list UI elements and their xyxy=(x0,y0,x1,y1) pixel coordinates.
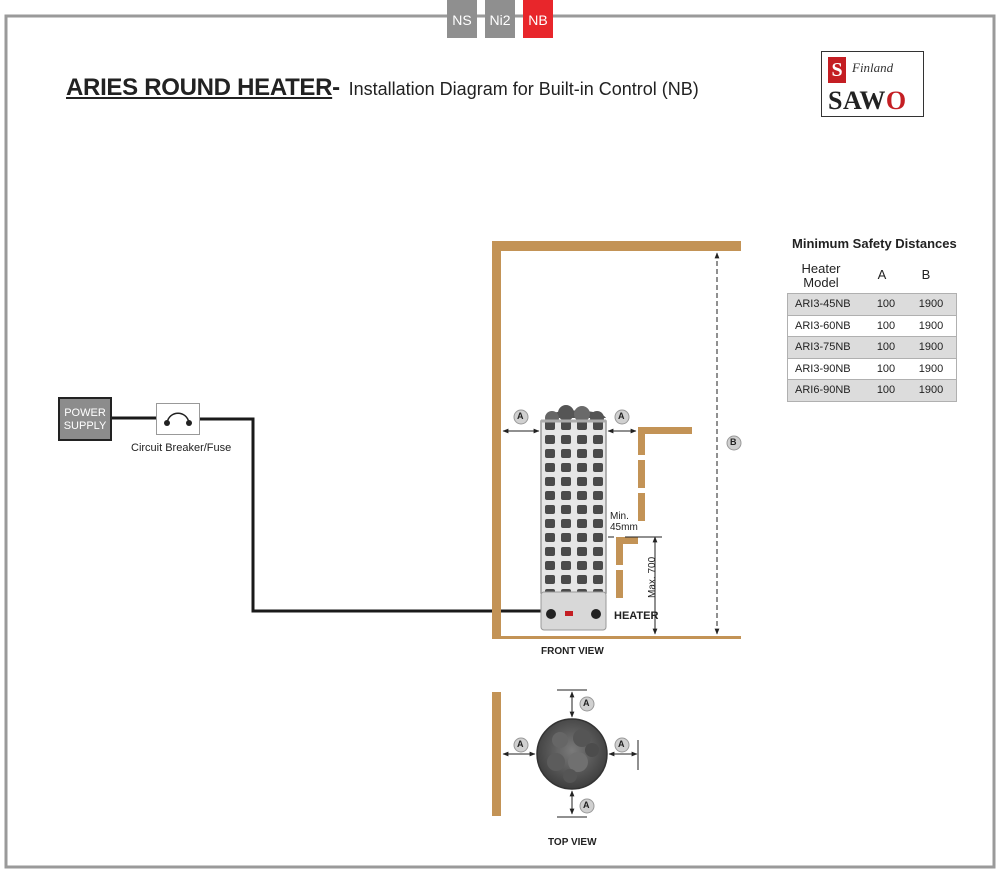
badge-a xyxy=(513,737,529,753)
col-b-header: B xyxy=(921,267,931,282)
title-heading: ARIES ROUND HEATER xyxy=(66,74,333,101)
cell-model: ARI3-60NB xyxy=(787,314,867,337)
badge-a-label: A xyxy=(618,739,625,749)
badge-a-label: A xyxy=(517,411,524,421)
circuit-breaker xyxy=(156,403,200,435)
logo-brand-main: SAW xyxy=(828,86,886,115)
heater-front-view xyxy=(540,405,607,631)
front-view-label: FRONT VIEW xyxy=(541,646,604,657)
power-supply-box: POWER SUPPLY xyxy=(58,397,112,441)
cell-b: 1900 xyxy=(905,314,957,337)
power-supply-line2: SUPPLY xyxy=(63,420,107,432)
cell-b: 1900 xyxy=(905,293,957,315)
cell-b: 1900 xyxy=(905,336,957,358)
logo-brand-o: O xyxy=(885,86,907,115)
page-title: ARIES ROUND HEATER- Installation Diagram… xyxy=(66,74,699,102)
cell-a: 100 xyxy=(867,336,905,358)
logo-mark: S xyxy=(828,57,846,83)
badge-b-label: B xyxy=(730,437,737,447)
tab-ni2[interactable]: Ni2 xyxy=(485,0,515,38)
wire-breaker-to-heater xyxy=(200,417,541,613)
max-700-label: Max. 700 xyxy=(647,556,658,598)
floor xyxy=(492,636,741,639)
tab-ns[interactable]: NS xyxy=(447,0,477,38)
badge-a xyxy=(513,409,529,425)
power-supply-line1: POWER xyxy=(64,407,106,419)
badge-a xyxy=(579,798,595,814)
cell-b: 1900 xyxy=(905,357,957,380)
breaker-switch-icon xyxy=(164,412,192,426)
tab-ni2-label: Ni2 xyxy=(489,12,511,28)
badge-a-label: A xyxy=(517,739,524,749)
tab-nb[interactable]: NB xyxy=(523,0,553,38)
top-view-label: TOP VIEW xyxy=(548,837,597,848)
logo-country: Finland xyxy=(852,60,894,75)
col-model-line1: Heater xyxy=(801,261,841,276)
logo-brand: SAWO xyxy=(828,86,907,116)
col-model-line2: Model xyxy=(803,275,839,290)
badge-a xyxy=(579,696,595,712)
sawo-logo: S Finland SAWO xyxy=(821,51,924,117)
title-subtitle: Installation Diagram for Built-in Contro… xyxy=(348,79,699,99)
cell-a: 100 xyxy=(867,314,905,337)
breaker-label: Circuit Breaker/Fuse xyxy=(131,442,232,454)
cell-model: ARI3-90NB xyxy=(787,357,867,380)
heater-label: HEATER xyxy=(614,610,659,622)
badge-a xyxy=(614,409,630,425)
cell-b: 1900 xyxy=(905,379,957,402)
min-line2: 45mm xyxy=(610,522,638,533)
tab-nb-label: NB xyxy=(528,12,548,28)
col-model-header: Heater Model xyxy=(796,262,846,290)
badge-b xyxy=(726,435,742,451)
min-line1: Min. xyxy=(610,511,629,522)
ceiling xyxy=(492,241,741,251)
cell-a: 100 xyxy=(867,293,905,315)
cell-model: ARI3-45NB xyxy=(787,293,867,315)
heater-top-view xyxy=(536,718,608,790)
badge-a xyxy=(614,737,630,753)
col-a-header: A xyxy=(877,267,887,282)
cell-a: 100 xyxy=(867,379,905,402)
tab-ns-label: NS xyxy=(452,12,472,28)
cell-model: ARI3-75NB xyxy=(787,336,867,358)
right-boards xyxy=(616,427,692,598)
badge-a-label: A xyxy=(583,800,590,810)
wall-left xyxy=(492,241,501,638)
badge-a-label: A xyxy=(583,698,590,708)
title-dash: - xyxy=(332,74,341,101)
badge-a-label: A xyxy=(618,411,625,421)
safety-table-title: Minimum Safety Distances xyxy=(792,236,957,251)
cell-a: 100 xyxy=(867,357,905,380)
min-45mm-label: Min. 45mm xyxy=(610,511,638,533)
wall-top-view xyxy=(492,692,501,816)
cell-model: ARI6-90NB xyxy=(787,379,867,402)
